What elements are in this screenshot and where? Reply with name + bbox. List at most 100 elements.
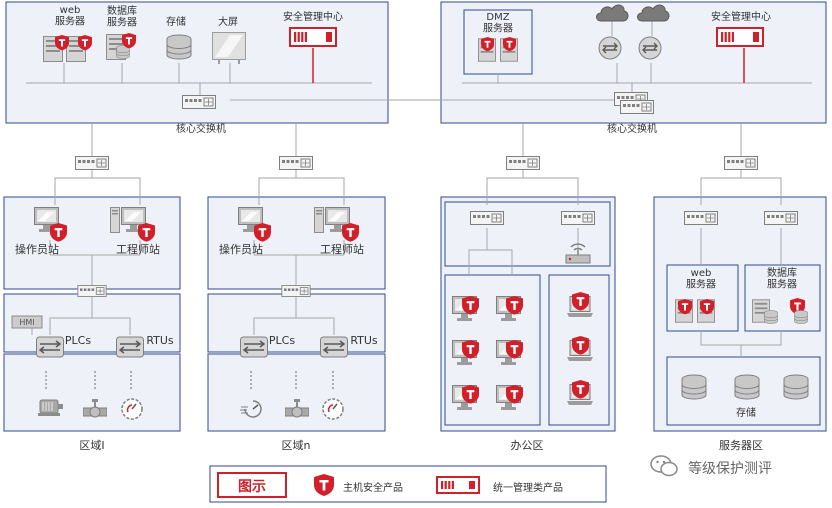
plcs-label: PLCs [65,334,91,347]
security-center-appliance-right-bar [724,32,727,42]
engineer-station-label: 工程师站 [116,242,160,256]
db-disk-icon [764,310,778,324]
field-dots-3 [250,371,252,373]
field-dots-1 [94,379,96,381]
zone-1-plc-link [253,297,297,335]
legend-unified-appliance-bar [441,481,444,489]
security-center-left-label: 安全管理中心 [283,10,343,23]
operator-station-label: 操作员站 [219,242,263,256]
field-dots-1 [94,375,96,377]
security-center-appliance-right-bar [731,32,734,42]
field-dots-4 [295,379,297,381]
server-switch-icon [684,210,718,226]
rtu-icon [320,336,348,358]
field-dots-5 [332,383,334,385]
zone-0-left-link [54,170,93,205]
zone1-field-panel [3,353,181,432]
office-left-link [486,170,524,205]
field-dots-3 [250,387,252,389]
plc-icon [36,336,64,358]
router-icon [638,36,662,60]
legend-unified-appliance-bar [444,481,447,489]
db-server-label: 数据库服务器 [767,266,797,291]
hmi-panel [11,315,43,329]
field-dots-0 [45,383,47,385]
field-dots-3 [250,375,252,377]
security-center-appliance-right-bar [721,32,724,42]
zone-1-right-link [296,177,345,205]
engineer-station-label: 工程师站 [320,242,364,256]
core-switch-right-icon [620,100,654,114]
db-disk-icon [794,310,808,324]
office-switch-icon [470,210,504,226]
office-to-pcs [468,228,488,275]
wechat-icon [650,455,678,477]
field-dots-2 [130,371,132,373]
storage-icon [783,374,809,400]
field-dots-5 [332,371,334,373]
field-dots-2 [130,379,132,381]
security-center-appliance-right-block [753,32,759,42]
router-icon [598,36,622,60]
field-dots-2 [130,383,132,385]
dmz-subpanel [463,9,533,75]
network-links [18,20,812,389]
field-dots-3 [250,379,252,381]
zone-0-plc-link [49,297,93,335]
zone-switch-icon-1 [281,285,311,297]
access-switch-icon-3 [724,156,758,170]
rtus-label: RTUs [146,334,174,347]
security-center-appliance-left-bar [294,32,297,42]
core-switch-left-icon [182,95,216,109]
office-right-link [523,177,579,205]
field-dots-5 [332,379,334,381]
legend-unified-appliance [436,476,480,494]
access-switch-icon-1 [279,156,313,170]
security-center-appliance-left-bar [301,32,304,42]
operator-station-label: 操作员站 [15,242,59,256]
field-dots-2 [130,387,132,389]
office-title: 办公区 [511,439,544,452]
field-dots-0 [45,375,47,377]
gauge-icon [322,398,344,420]
zone-1-rtu-link [296,317,335,335]
field-dots-4 [295,383,297,385]
field-dots-0 [45,379,47,381]
field-dots-5 [332,387,334,389]
zone-switch-icon-0 [77,285,107,297]
office-to-pcs-2 [487,249,513,275]
zone-1-left-link [258,170,297,205]
security-center-appliance-left-block [326,32,332,42]
storage-icon [166,34,192,60]
field-dots-4 [295,375,297,377]
network-nodes [11,4,809,498]
zone1-station-panel [3,196,181,290]
security-center-appliance-left-bar [297,32,300,42]
field-dots-4 [295,387,297,389]
zonen-field-panel [207,353,386,432]
zonen-title: 区域n [282,439,311,452]
big-screen-label: 大屏 [218,15,238,28]
db-server-label: 数据库服务器 [107,4,137,29]
server-left-link [700,170,742,205]
field-dots-4 [295,371,297,373]
field-dots-5 [332,375,334,377]
storage-label: 存储 [166,15,186,28]
plc-icon [240,336,268,358]
gauge-icon [121,398,143,420]
security-center-appliance-left-bar [304,32,307,42]
field-dots-1 [94,387,96,389]
security-center-appliance-right-bar [728,32,731,42]
access-switch-icon-2 [506,156,540,170]
field-dots-2 [130,375,132,377]
legend-host-product-label: 主机安全产品 [343,481,403,494]
plcs-label: PLCs [269,334,295,347]
storage-label: 存储 [736,406,756,419]
legend-unified-appliance-block [469,481,475,489]
storage-icon [734,374,760,400]
field-dots-1 [94,371,96,373]
legend-unified-appliance-bar [451,481,454,489]
